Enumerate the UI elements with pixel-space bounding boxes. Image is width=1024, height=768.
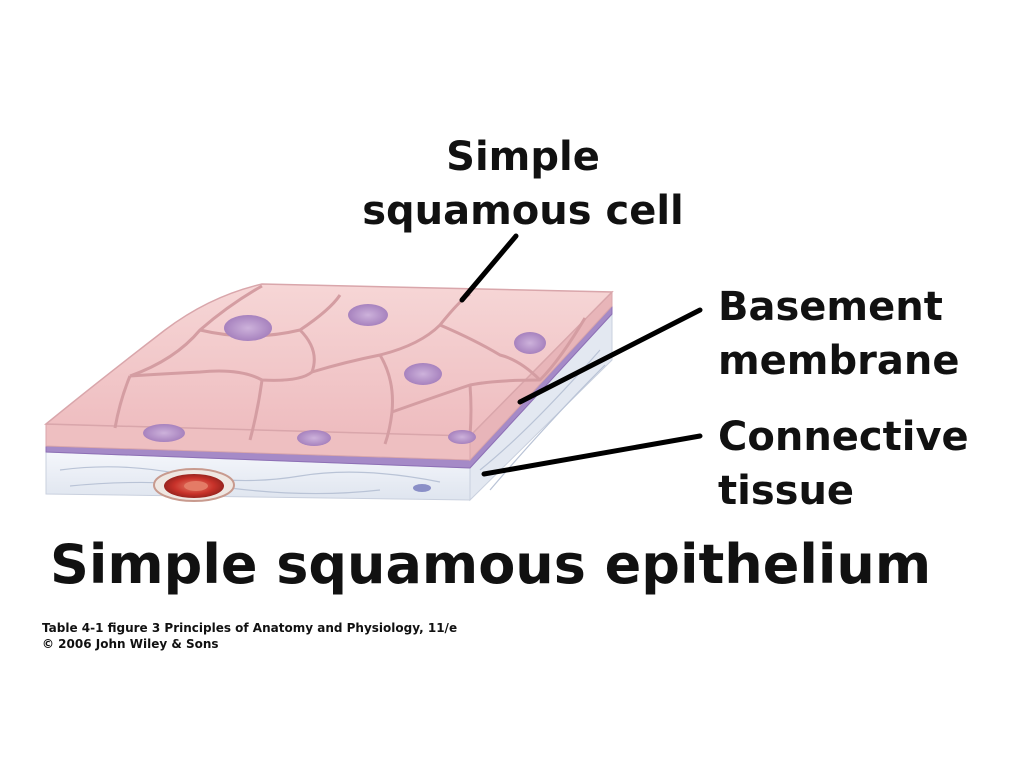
caption-line2: © 2006 John Wiley & Sons bbox=[42, 637, 219, 651]
leader-line-cell bbox=[459, 233, 519, 303]
label-basement-line2: membrane bbox=[718, 338, 960, 384]
caption-line1: Table 4-1 figure 3 Principles of Anatomy… bbox=[42, 621, 458, 635]
label-connective-tissue: Connective tissue bbox=[718, 410, 969, 518]
label-cell-line1: Simple bbox=[446, 134, 600, 180]
label-basement-line1: Basement bbox=[718, 284, 943, 330]
label-cell-line2: squamous cell bbox=[362, 188, 684, 234]
label-connective-line2: tissue bbox=[718, 468, 855, 514]
figure-caption: Table 4-1 figure 3 Principles of Anatomy… bbox=[42, 620, 457, 652]
leader-line-basement bbox=[517, 307, 703, 405]
cell-borders bbox=[113, 284, 587, 445]
nuclei bbox=[143, 304, 546, 446]
figure-title: Simple squamous epithelium bbox=[50, 533, 932, 596]
label-basement-membrane: Basement membrane bbox=[718, 280, 959, 388]
leader-line-connective bbox=[481, 433, 703, 477]
fibroblast bbox=[413, 484, 431, 492]
label-connective-line1: Connective bbox=[718, 414, 969, 460]
label-simple-squamous-cell: Simple squamous cell bbox=[358, 130, 688, 238]
